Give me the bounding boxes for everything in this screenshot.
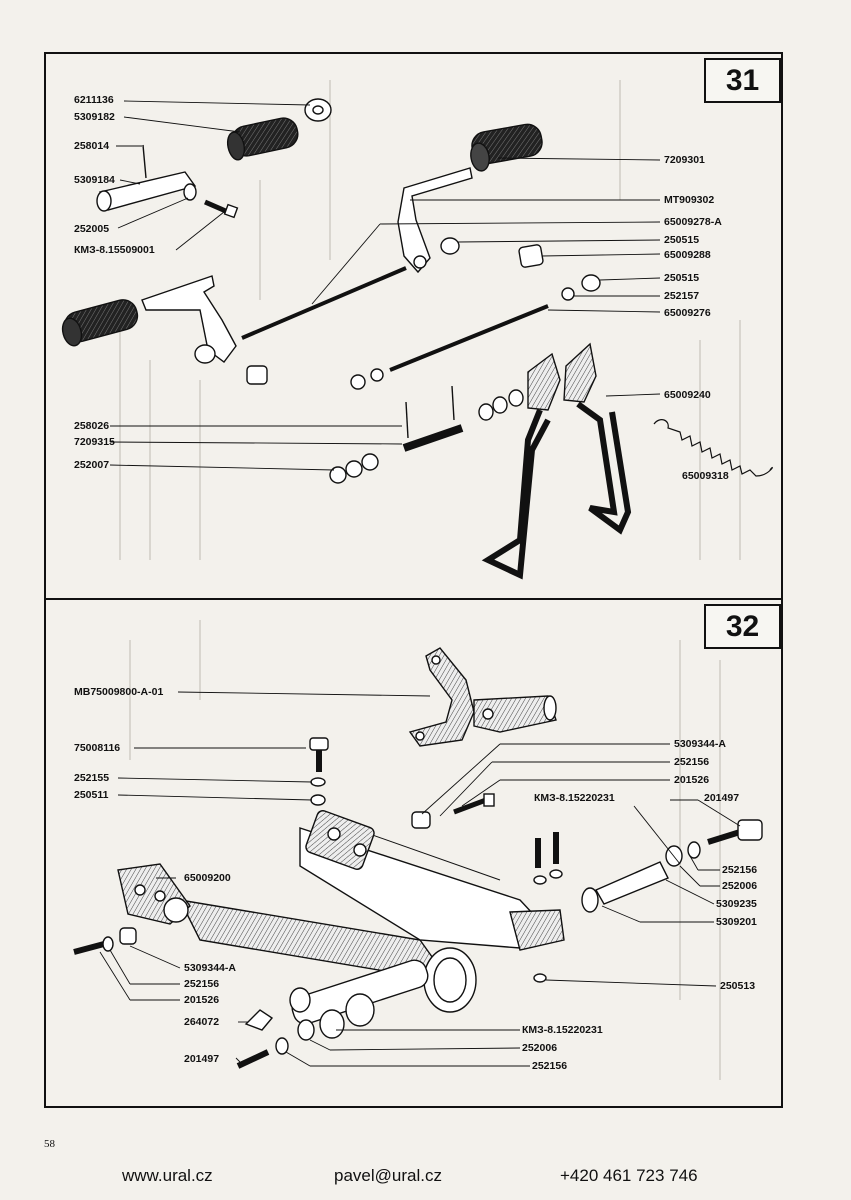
figure-31-parts xyxy=(61,98,773,580)
part-label: 250515 xyxy=(664,272,700,284)
figure-divider xyxy=(44,598,783,600)
part-label: 252156 xyxy=(722,864,758,876)
part-label: 65009240 xyxy=(664,389,711,401)
part-label: 65009200 xyxy=(184,872,231,884)
return-spring-65009318 xyxy=(653,419,773,477)
part-label: 252156 xyxy=(184,978,220,990)
part-label: 7209315 xyxy=(74,436,115,448)
part-label: 252157 xyxy=(664,290,700,302)
part-label: 5309184 xyxy=(74,174,115,186)
footer-phone[interactable]: +420 461 723 746 xyxy=(560,1166,698,1185)
part-label: 250511 xyxy=(74,789,109,801)
part-label: 201526 xyxy=(184,994,220,1006)
part-label: 252155 xyxy=(74,772,110,784)
part-label: КМЗ-8.15220231 xyxy=(522,1024,603,1036)
part-label: 250515 xyxy=(664,234,700,246)
page-frame xyxy=(44,52,783,1108)
part-label: 258014 xyxy=(74,140,110,152)
part-label: 5309182 xyxy=(74,111,115,123)
part-label: 201497 xyxy=(184,1053,220,1065)
center-stand-65009240 xyxy=(481,408,551,580)
background-ghost-text xyxy=(119,80,741,1080)
figure-number-31: 31 xyxy=(704,58,781,103)
part-label: 258026 xyxy=(74,420,110,432)
part-label: 201497 xyxy=(704,792,740,804)
figure-32-leader-lines xyxy=(99,691,741,1067)
part-label: 5309344-A xyxy=(674,738,726,750)
part-label: 250513 xyxy=(720,980,756,992)
part-label: 5309344-A xyxy=(184,962,236,974)
part-label: 65009278-A xyxy=(664,216,722,228)
figure-31-leader-lines xyxy=(109,100,661,471)
part-label: 252006 xyxy=(522,1042,558,1054)
fork-bracket xyxy=(408,647,475,747)
figure-number-32: 32 xyxy=(704,604,781,649)
part-label: 7209301 xyxy=(664,154,705,166)
part-label: MT909302 xyxy=(664,194,715,206)
part-label: 252156 xyxy=(532,1060,568,1072)
footrest-lever-right xyxy=(397,167,473,274)
footer-website[interactable]: www.ural.cz xyxy=(122,1166,213,1185)
part-label: 264072 xyxy=(184,1016,220,1028)
part-label: 6211136 xyxy=(74,94,114,106)
part-label: КМЗ-8.15509001 xyxy=(74,244,155,256)
part-label: 252007 xyxy=(74,459,110,471)
part-label: 75008116 xyxy=(74,742,121,754)
part-label: 252006 xyxy=(722,880,758,892)
part-label: 5309201 xyxy=(716,916,757,928)
page-number: 58 xyxy=(44,1138,55,1150)
part-label: 5309235 xyxy=(716,898,757,910)
part-label: 65009318 xyxy=(682,470,729,482)
part-label: MB75009800-A-01 xyxy=(74,686,164,698)
part-label: КМЗ-8.15220231 xyxy=(534,792,615,804)
figure-32-parts xyxy=(73,647,763,1069)
part-label: 252005 xyxy=(74,223,110,235)
part-label: 65009288 xyxy=(664,249,711,261)
part-label: 201526 xyxy=(674,774,710,786)
part-label: 65009276 xyxy=(664,307,711,319)
footer-email[interactable]: pavel@ural.cz xyxy=(334,1166,442,1185)
footrest-lever-left xyxy=(141,275,237,363)
part-label: 252156 xyxy=(674,756,710,768)
